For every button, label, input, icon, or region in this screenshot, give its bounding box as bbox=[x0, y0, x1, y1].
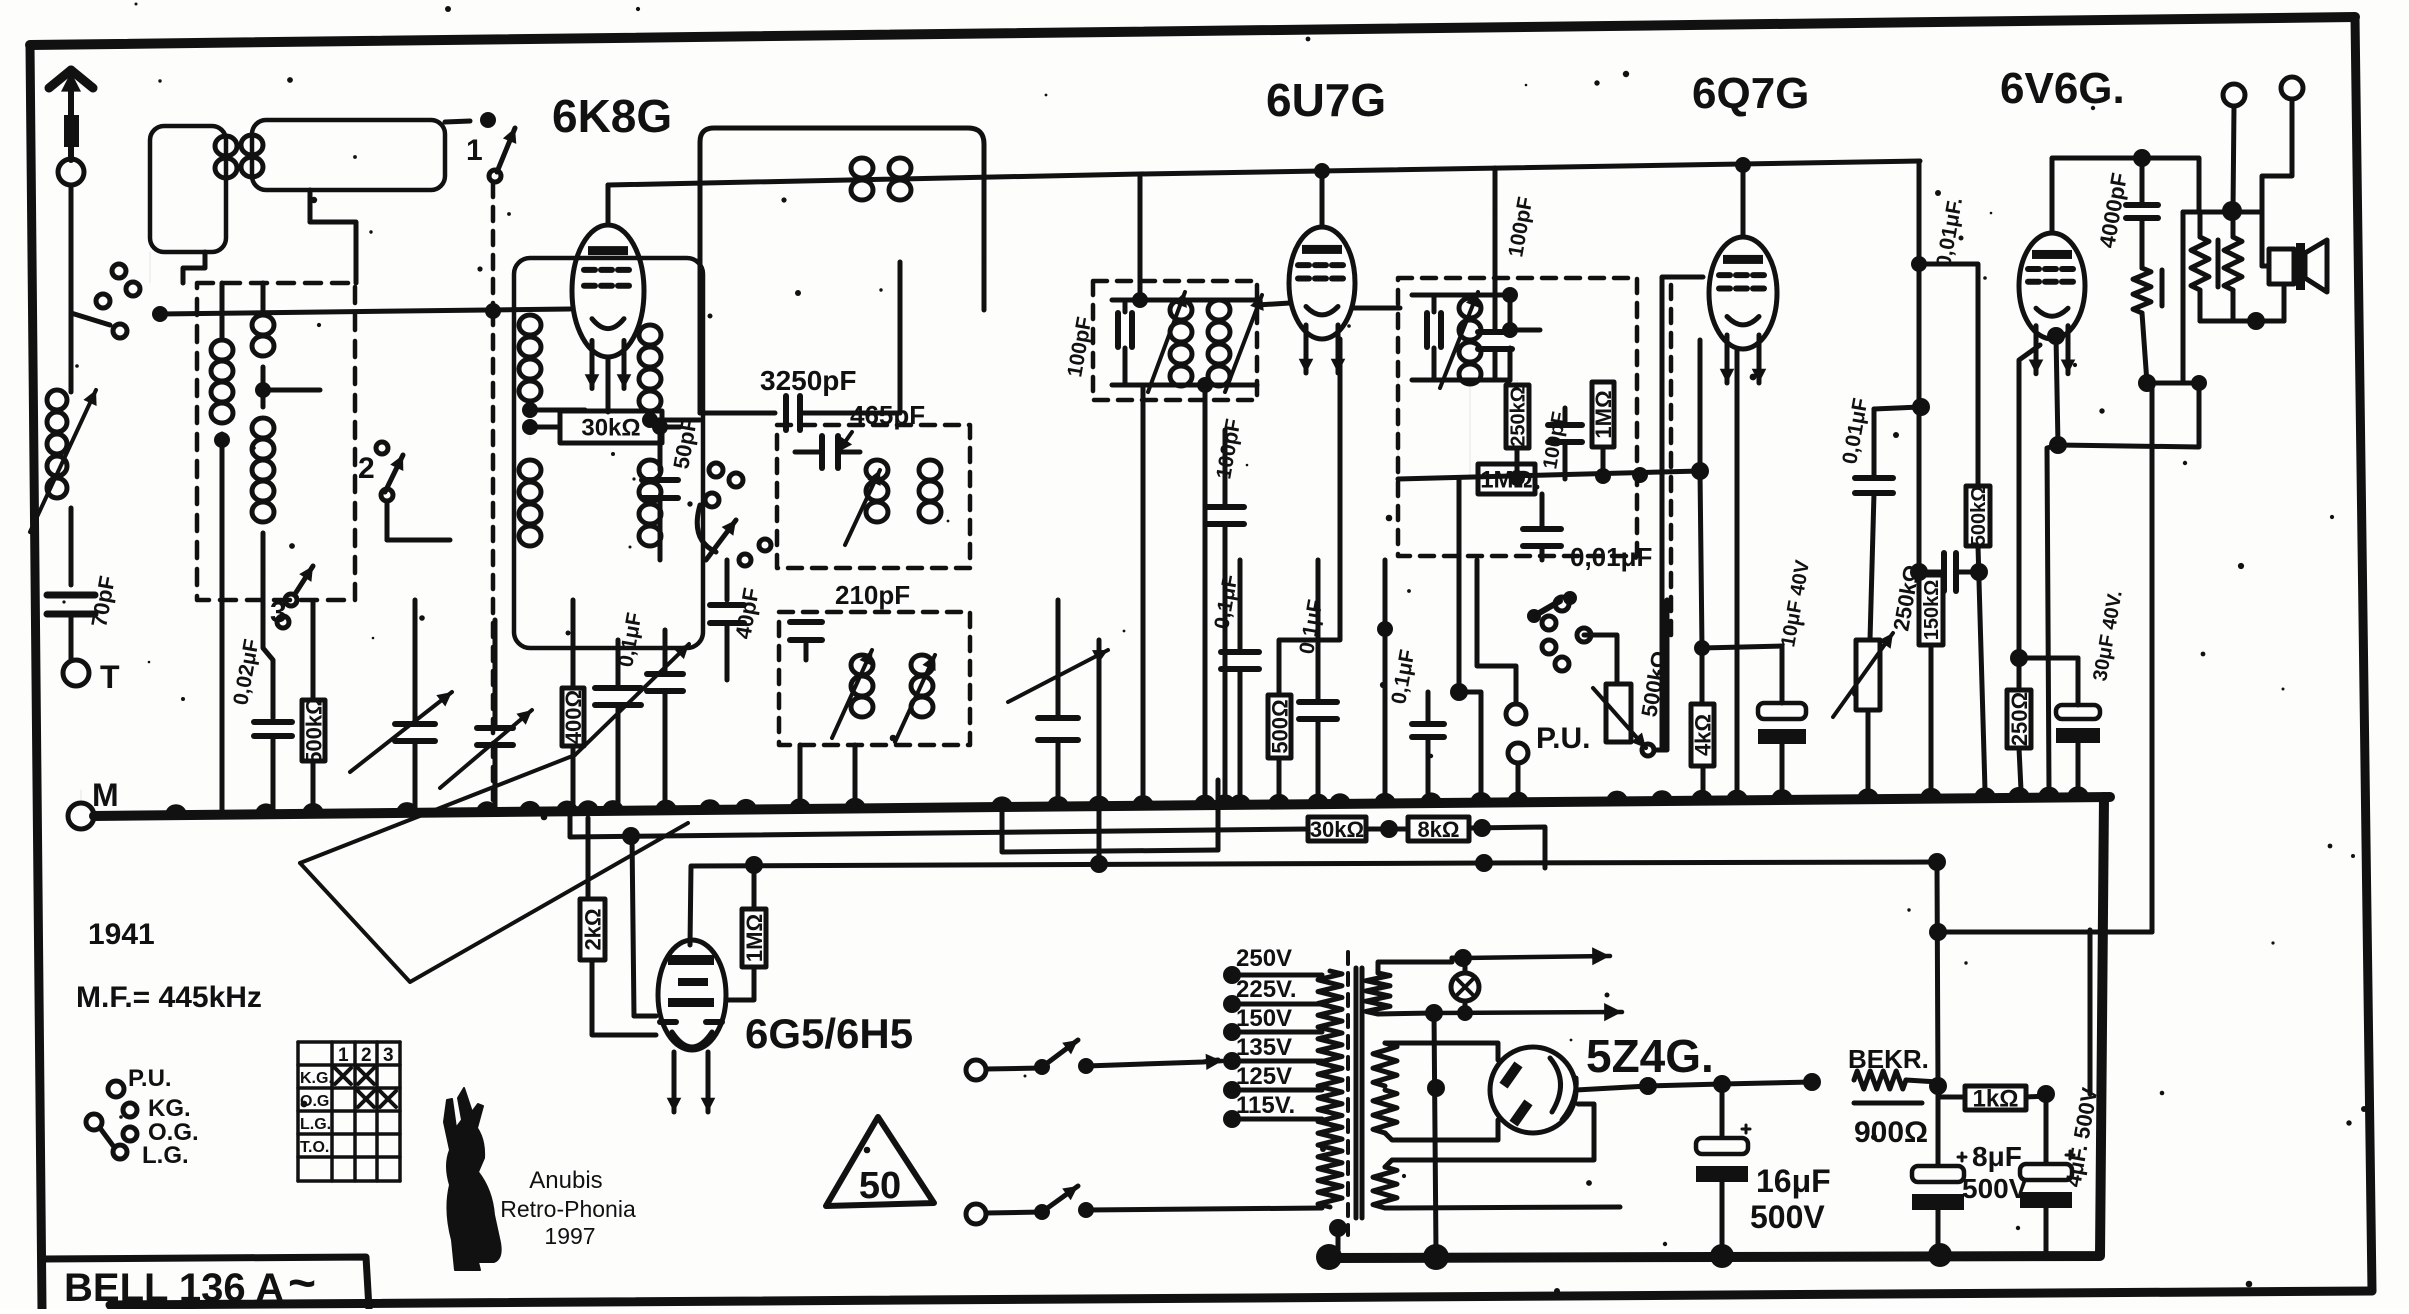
svg-text:P.U.: P.U. bbox=[128, 1065, 172, 1092]
svg-text:30kΩ: 30kΩ bbox=[581, 415, 640, 442]
svg-text:225V.: 225V. bbox=[1236, 976, 1297, 1003]
svg-text:5Z4G.: 5Z4G. bbox=[1586, 1030, 1714, 1082]
svg-text:3: 3 bbox=[270, 596, 287, 629]
svg-text:16μF: 16μF bbox=[1756, 1163, 1831, 1199]
svg-text:~: ~ bbox=[288, 1257, 316, 1309]
svg-text:500kΩ: 500kΩ bbox=[1968, 486, 1990, 547]
svg-text:K.G.: K.G. bbox=[300, 1070, 333, 1087]
svg-text:210pF: 210pF bbox=[835, 580, 910, 610]
svg-text:115V.: 115V. bbox=[1236, 1092, 1295, 1119]
svg-text:1: 1 bbox=[466, 134, 483, 167]
svg-text:135V: 135V bbox=[1236, 1034, 1292, 1061]
svg-text:T: T bbox=[100, 659, 120, 695]
svg-text:1MΩ: 1MΩ bbox=[742, 914, 767, 962]
svg-text:30kΩ: 30kΩ bbox=[1310, 817, 1364, 842]
svg-text:1: 1 bbox=[338, 1045, 349, 1066]
svg-text:O.G.: O.G. bbox=[148, 1119, 199, 1146]
svg-text:8kΩ: 8kΩ bbox=[1417, 817, 1459, 842]
svg-text:BEKR.: BEKR. bbox=[1848, 1044, 1929, 1074]
svg-text:250kΩ: 250kΩ bbox=[1508, 386, 1530, 447]
svg-text:6U7G: 6U7G bbox=[1266, 74, 1386, 126]
svg-text:500V: 500V bbox=[1962, 1173, 2028, 1204]
svg-text:Anubis: Anubis bbox=[529, 1167, 602, 1194]
svg-text:T.O.: T.O. bbox=[300, 1139, 329, 1156]
svg-text:500V: 500V bbox=[1750, 1199, 1825, 1235]
svg-text:500kΩ: 500kΩ bbox=[301, 697, 326, 764]
svg-text:3: 3 bbox=[383, 1045, 394, 1066]
svg-text:1MΩ: 1MΩ bbox=[1480, 467, 1533, 494]
svg-text:500Ω: 500Ω bbox=[1267, 699, 1292, 753]
svg-text:BELL 136 A: BELL 136 A bbox=[64, 1266, 284, 1309]
svg-text:150kΩ: 150kΩ bbox=[1921, 580, 1943, 641]
svg-text:6Q7G: 6Q7G bbox=[1692, 69, 1809, 118]
svg-text:2: 2 bbox=[358, 452, 375, 485]
svg-text:0,01μF: 0,01μF bbox=[1570, 542, 1652, 572]
svg-text:2: 2 bbox=[361, 1045, 372, 1066]
svg-text:M: M bbox=[92, 777, 119, 813]
svg-text:6G5/6H5: 6G5/6H5 bbox=[745, 1010, 913, 1057]
svg-text:250Ω: 250Ω bbox=[2007, 692, 2032, 746]
svg-text:L.G.: L.G. bbox=[300, 1116, 331, 1133]
svg-text:3250pF: 3250pF bbox=[760, 365, 857, 396]
svg-text:8μF: 8μF bbox=[1972, 1141, 2022, 1172]
svg-text:150V: 150V bbox=[1236, 1005, 1292, 1032]
svg-text:KG.: KG. bbox=[148, 1095, 191, 1122]
svg-text:O.G.: O.G. bbox=[300, 1093, 334, 1110]
svg-text:1941: 1941 bbox=[88, 918, 155, 951]
svg-text:4kΩ: 4kΩ bbox=[1690, 714, 1715, 756]
svg-text:125V: 125V bbox=[1236, 1063, 1292, 1090]
svg-text:250V: 250V bbox=[1236, 945, 1292, 972]
svg-text:6V6G.: 6V6G. bbox=[2000, 64, 2125, 113]
svg-text:1997: 1997 bbox=[544, 1223, 595, 1249]
svg-text:400Ω: 400Ω bbox=[561, 690, 586, 744]
svg-text:2kΩ: 2kΩ bbox=[580, 908, 605, 950]
svg-text:900Ω: 900Ω bbox=[1854, 1116, 1928, 1149]
svg-text:P.U.: P.U. bbox=[1536, 722, 1590, 755]
svg-text:M.F.= 445kHz: M.F.= 445kHz bbox=[76, 981, 262, 1014]
svg-text:50: 50 bbox=[859, 1165, 901, 1207]
svg-text:6K8G: 6K8G bbox=[552, 90, 672, 142]
svg-text:1MΩ: 1MΩ bbox=[1591, 390, 1616, 438]
svg-text:1kΩ: 1kΩ bbox=[1973, 1086, 2019, 1113]
svg-text:Retro-Phonia: Retro-Phonia bbox=[500, 1196, 636, 1222]
svg-text:L.G.: L.G. bbox=[142, 1142, 189, 1169]
